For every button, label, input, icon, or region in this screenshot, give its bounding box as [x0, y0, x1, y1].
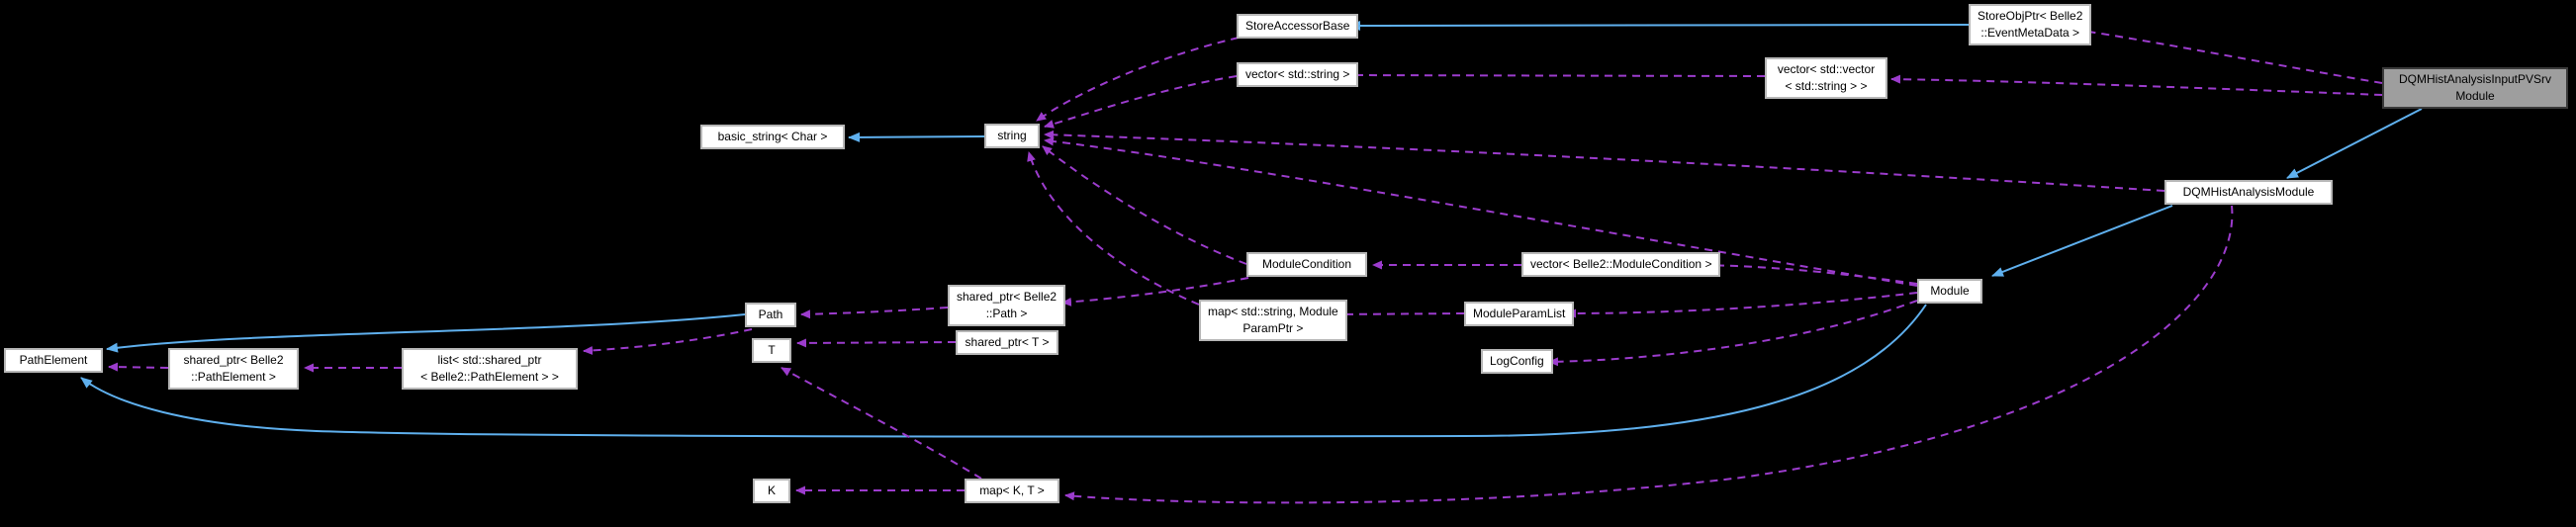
edge-inherit-dqmhistanalysismodule-module — [1991, 205, 2173, 277]
edge-usage-dqmhistanalysismodule-string — [1044, 130, 2165, 192]
edge-inherit-module-pathelement — [80, 304, 1927, 438]
edge-usage-sharedptrpathelement-pathelement — [108, 362, 169, 372]
edge-usage-module-moduleparamlist — [1566, 292, 1918, 318]
node-map-k-t[interactable]: map< K, T > — [965, 479, 1059, 503]
node-store-obj-ptr[interactable]: StoreObjPtr< Belle2 ::EventMetaData > — [1969, 4, 2092, 45]
edge-usage-vectorstring-string — [1044, 75, 1238, 129]
node-shared-ptr-pathelement[interactable]: shared_ptr< Belle2 ::PathElement > — [168, 348, 299, 390]
edge-inherit-path-pathelement — [106, 313, 746, 353]
node-module-param-list[interactable]: ModuleParamList — [1464, 302, 1575, 326]
edge-inherit-string-basicstring — [848, 132, 985, 142]
node-dqm-hist-analysis-input-pvsrv-module[interactable]: DQMHistAnalysisInputPVSrv Module — [2382, 67, 2568, 109]
node-log-config[interactable]: LogConfig — [1481, 349, 1553, 374]
node-module[interactable]: Module — [1917, 279, 1982, 304]
node-vector-module-condition[interactable]: vector< Belle2::ModuleCondition > — [1521, 252, 1721, 277]
edge-usage-sharedptrt-t — [796, 338, 957, 348]
node-vector-vector-string[interactable]: vector< std::vector < std::string > > — [1765, 57, 1887, 99]
node-path[interactable]: Path — [745, 303, 796, 327]
node-shared-ptr-path[interactable]: shared_ptr< Belle2 ::Path > — [948, 285, 1066, 326]
edge-usage-modulecondition-sharedptrpath — [1061, 277, 1249, 307]
edge-usage-modulecondition-string — [1042, 145, 1247, 265]
edge-usage-moduleparamlist-mapstringparamptr — [1333, 309, 1465, 319]
node-string[interactable]: string — [984, 124, 1040, 148]
edge-usage-module-logconfig — [1548, 300, 1918, 367]
edge-usage-mapstringparamptr-string — [1027, 151, 1200, 306]
edge-usage-vectorvectorstring-vectorstring — [1342, 70, 1766, 80]
node-store-accessor-base[interactable]: StoreAccessorBase — [1237, 14, 1359, 39]
edge-usage-dqminputpvsrv-vectorvectorstring — [1890, 74, 2383, 96]
edge-usage-module-vectormodulecondition — [1699, 260, 1918, 285]
node-dqm-hist-analysis-module[interactable]: DQMHistAnalysisModule — [2164, 180, 2333, 205]
node-t[interactable]: T — [752, 338, 791, 363]
edge-usage-mapkt-t — [781, 367, 982, 480]
edge-usage-sharedptrpath-path — [800, 307, 949, 319]
node-pathelement[interactable]: PathElement — [4, 348, 103, 373]
node-module-condition[interactable]: ModuleCondition — [1246, 252, 1367, 277]
edge-usage-dqmhistanalysismodule-mapkt — [1064, 205, 2234, 504]
edge-usage-path-listsharedptr — [583, 328, 753, 355]
node-vector-string[interactable]: vector< std::string > — [1237, 62, 1359, 87]
node-k[interactable]: K — [753, 479, 790, 503]
node-list-shared-ptr-pathelement[interactable]: list< std::shared_ptr < Belle2::PathElem… — [402, 348, 578, 390]
edge-usage-module-string — [1044, 136, 1918, 287]
edge-inherit-storeobjptr-storeaccessorbase — [1348, 20, 1970, 31]
node-map-string-moduleparamptr[interactable]: map< std::string, Module ParamPtr > — [1199, 300, 1347, 341]
edge-inherit-dqminputpvsrv-dqmhistanalysismodule — [2286, 108, 2423, 179]
edge-usage-dqminputpvsrv-storeobjptr — [2074, 26, 2383, 84]
node-basic-string[interactable]: basic_string< Char > — [700, 125, 845, 149]
node-shared-ptr-t[interactable]: shared_ptr< T > — [956, 330, 1058, 355]
edge-usage-storeaccessorbase-string — [1036, 37, 1240, 122]
